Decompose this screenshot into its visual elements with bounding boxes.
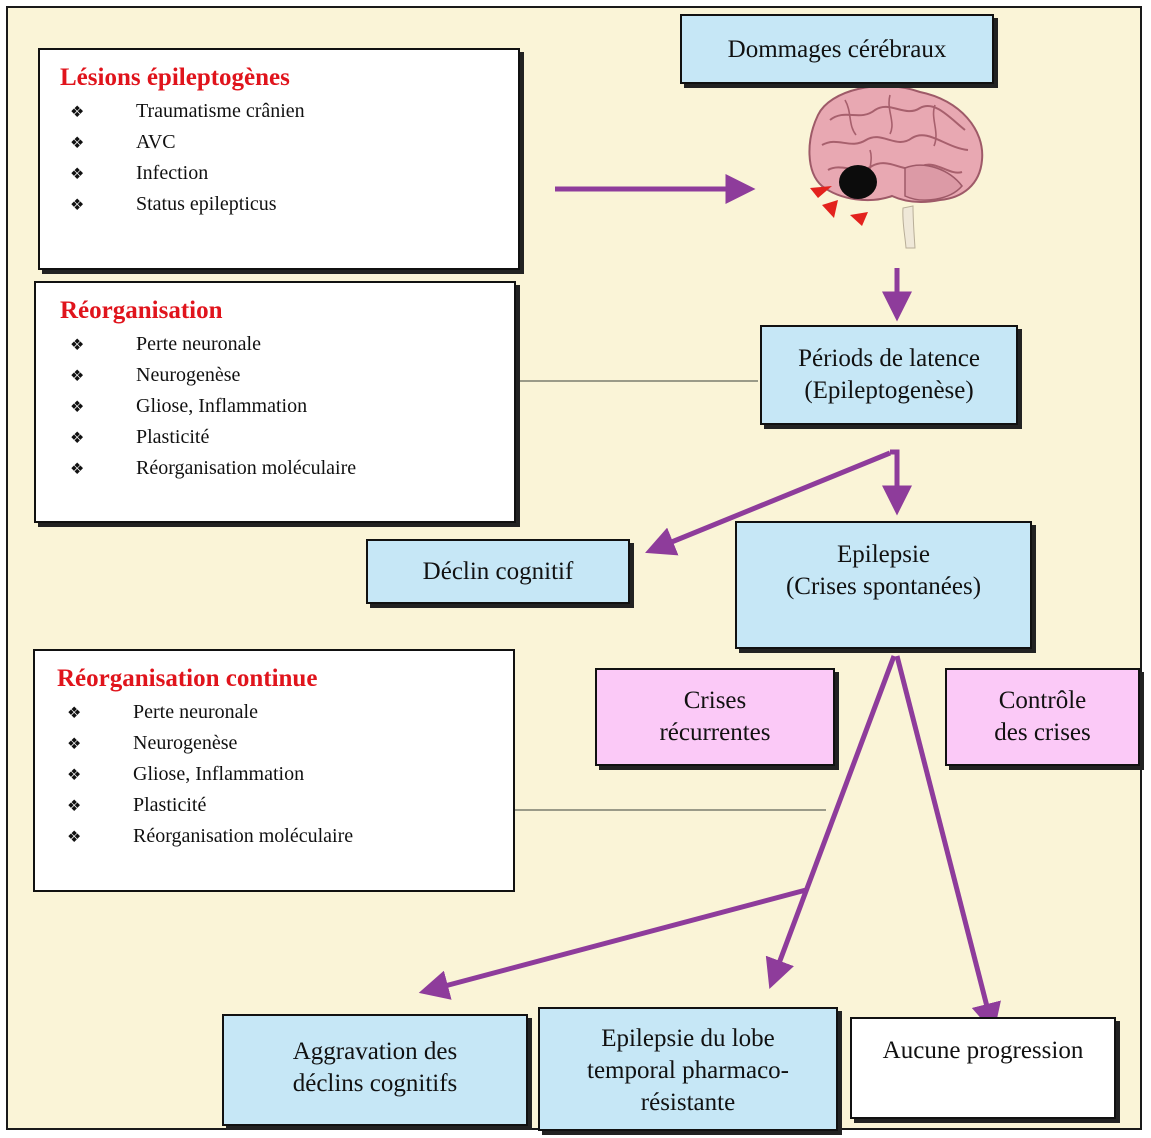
controle-line-2: des crises — [994, 719, 1091, 746]
bullet-icon: ❖ — [67, 766, 82, 784]
bullet-icon: ❖ — [67, 828, 82, 846]
list-item-label: Gliose, Inflammation — [136, 395, 308, 417]
latence-line-2: (Epileptogenèse) — [804, 377, 974, 404]
list-item-label: Perte neuronale — [133, 701, 258, 723]
controle-line-1: Contrôle — [998, 687, 1087, 714]
lobe-line-2: temporal pharmaco- — [587, 1057, 789, 1084]
arrow-latence-to-epilepsie — [882, 449, 912, 516]
bullet-icon: ❖ — [70, 103, 85, 121]
bullet-icon: ❖ — [70, 336, 85, 354]
reorg-title: Réorganisation — [60, 297, 223, 324]
list-item-label: Infection — [136, 162, 209, 184]
latence-box: Périods de latence (Epileptogenèse) — [760, 325, 1018, 425]
bullet-icon: ❖ — [67, 735, 82, 753]
dommages-box: Dommages cérébraux — [680, 14, 994, 84]
list-item: ❖ Gliose, Inflammation — [57, 759, 513, 790]
list-item-label: Neurogenèse — [136, 364, 241, 386]
lobe-temporal-box: Epilepsie du lobe temporal pharmaco- rés… — [538, 1007, 838, 1131]
list-item: ❖ Perte neuronale — [60, 329, 514, 360]
list-item-label: Neurogenèse — [133, 732, 238, 754]
reorg-continue-box: Réorganisation continue ❖ Perte neuronale… — [33, 649, 515, 892]
list-item-label: Status epilepticus — [136, 193, 277, 215]
list-item: ❖ Traumatisme crânien — [60, 96, 518, 127]
declin-box: Déclin cognitif — [366, 539, 630, 604]
lesions-title: Lésions épileptogènes — [60, 64, 290, 91]
list-item-label: Réorganisation moléculaire — [136, 457, 357, 479]
list-item: ❖ AVC — [60, 127, 518, 158]
bullet-icon: ❖ — [67, 797, 82, 815]
lesions-list: ❖ Traumatisme crânien ❖ AVC ❖ Infection ❖ St… — [60, 96, 518, 220]
list-item: ❖ Plasticité — [60, 422, 514, 453]
list-item-label: Plasticité — [133, 794, 207, 816]
list-item: ❖ Neurogenèse — [57, 728, 513, 759]
latence-line-1: Périods de latence — [798, 345, 980, 372]
list-item-label: AVC — [136, 131, 176, 153]
epilepsie-box: Epilepsie (Crises spontanées) — [735, 521, 1032, 649]
list-item: ❖ Status epilepticus — [60, 189, 518, 220]
epilepsie-line-2: (Crises spontanées) — [785, 573, 982, 600]
list-item-label: Réorganisation moléculaire — [133, 825, 354, 847]
reorg-continue-list: ❖ Perte neuronale ❖ Neurogenèse ❖ Gliose, I… — [57, 697, 513, 852]
aggravation-line-2: déclins cognitifs — [292, 1070, 458, 1097]
list-item: ❖ Gliose, Inflammation — [60, 391, 514, 422]
list-item: ❖ Réorganisation moléculaire — [60, 453, 514, 484]
aucune-label: Aucune progression — [882, 1037, 1084, 1064]
crises-recurrentes-box: Crises récurrentes — [595, 668, 835, 766]
reorg-box: Réorganisation ❖ Perte neuronale ❖ Neuroge… — [34, 281, 516, 523]
bullet-icon: ❖ — [67, 704, 82, 722]
arrow-epilepsie-to-aucune — [894, 655, 1001, 1034]
aucune-progression-box: Aucune progression — [850, 1017, 1116, 1119]
list-item: ❖ Plasticité — [57, 790, 513, 821]
aggravation-box: Aggravation des déclins cognitifs — [222, 1014, 528, 1126]
dommages-label: Dommages cérébraux — [727, 36, 947, 63]
declin-label: Déclin cognitif — [422, 557, 574, 585]
list-item-label: Plasticité — [136, 426, 210, 448]
crises-line-2: récurrentes — [659, 719, 771, 746]
list-item: ❖ Infection — [60, 158, 518, 189]
bullet-icon: ❖ — [70, 398, 85, 416]
list-item-label: Gliose, Inflammation — [133, 763, 305, 785]
bullet-icon: ❖ — [70, 367, 85, 385]
list-item: ❖ Perte neuronale — [57, 697, 513, 728]
lesions-box: Lésions épileptogènes ❖ Traumatisme crâni… — [38, 48, 520, 270]
bullet-icon: ❖ — [70, 196, 85, 214]
list-item: ❖ Réorganisation moléculaire — [57, 821, 513, 852]
reorg-list: ❖ Perte neuronale ❖ Neurogenèse ❖ Gliose, I… — [60, 329, 514, 484]
lobe-line-1: Epilepsie du lobe — [601, 1025, 775, 1052]
brain-icon — [808, 85, 984, 249]
bullet-icon: ❖ — [70, 165, 85, 183]
bullet-icon: ❖ — [70, 460, 85, 478]
bullet-icon: ❖ — [70, 134, 85, 152]
reorg-continue-title: Réorganisation continue — [57, 665, 318, 692]
crises-line-1: Crises — [683, 687, 747, 714]
epilepsie-line-1: Epilepsie — [836, 541, 931, 568]
list-item-label: Perte neuronale — [136, 333, 261, 355]
arrow-to-aggravation — [418, 887, 807, 1000]
aggravation-line-1: Aggravation des — [292, 1038, 458, 1065]
lobe-line-3: résistante — [640, 1089, 736, 1116]
list-item-label: Traumatisme crânien — [136, 100, 305, 122]
bullet-icon: ❖ — [70, 429, 85, 447]
arrow-latence-to-declin — [645, 450, 891, 556]
list-item: ❖ Neurogenèse — [60, 360, 514, 391]
controle-crises-box: Contrôle des crises — [945, 668, 1140, 766]
arrow-epilepsie-to-lobe — [765, 655, 897, 990]
